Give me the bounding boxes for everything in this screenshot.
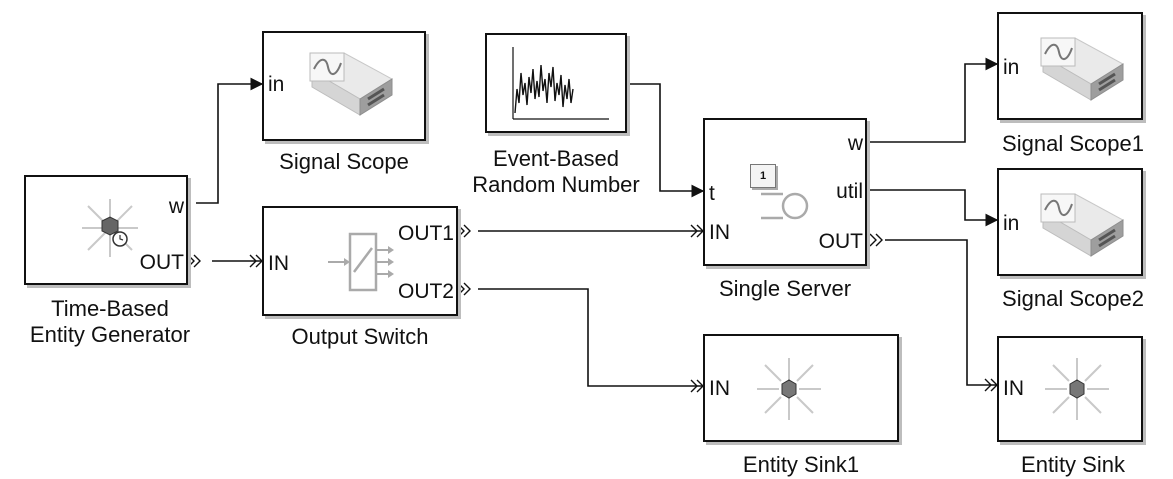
time-based-entity-generator-label: Time-Based Entity Generator (29, 296, 191, 347)
output-switch-block[interactable]: IN OUT1 OUT2 (262, 206, 458, 316)
single-server-label: Single Server (718, 276, 852, 301)
port-w[interactable]: w (847, 132, 863, 155)
time-based-entity-generator-block[interactable]: w OUT (24, 175, 188, 285)
port-w[interactable]: w (168, 195, 184, 218)
entity-generator-icon (82, 199, 138, 257)
line-server-util-to-scope2 (867, 189, 999, 227)
random-signal-icon (512, 47, 609, 120)
port-in[interactable]: IN (709, 377, 730, 400)
scope-icon (309, 52, 393, 116)
output-switch-label: Output Switch (291, 324, 429, 349)
port-in[interactable]: in (1003, 212, 1020, 235)
signal-scope-label: Signal Scope (279, 149, 409, 174)
port-out[interactable]: OUT (139, 251, 184, 274)
port-t[interactable]: t (709, 182, 715, 205)
entity-sink-label: Entity Sink (1021, 452, 1125, 477)
port-in[interactable]: in (268, 73, 285, 96)
port-in[interactable]: IN (709, 221, 730, 244)
event-based-random-number-block[interactable] (485, 33, 627, 133)
single-server-block[interactable]: t IN w util OUT 1 (703, 118, 867, 266)
line-switch-out2-to-sink1 (478, 288, 703, 387)
scope-icon (1040, 37, 1124, 101)
entity-sink-icon (757, 358, 821, 420)
signal-scope2-block[interactable]: in (997, 168, 1143, 276)
entity-sink-block[interactable]: IN (997, 336, 1143, 442)
entity-sink1-block[interactable]: IN (703, 334, 899, 442)
line-server-out-to-sink (885, 239, 997, 386)
event-based-random-number-label: Event-Based Random Number (472, 146, 640, 197)
port-out2[interactable]: OUT2 (397, 280, 454, 303)
signal-scope-block[interactable]: in (262, 31, 426, 141)
server-icon (761, 192, 809, 220)
scope-icon (1040, 193, 1124, 257)
line-gen-w-to-scope (196, 77, 264, 204)
signal-scope2-label: Signal Scope2 (1002, 286, 1144, 311)
port-util[interactable]: util (836, 180, 863, 203)
port-out[interactable]: OUT (818, 230, 863, 253)
signal-scope1-block[interactable]: in (997, 12, 1143, 120)
entity-sink-icon (1045, 358, 1109, 420)
port-in[interactable]: in (1003, 56, 1020, 79)
server-capacity-badge: 1 (750, 164, 776, 188)
switch-icon (328, 232, 394, 292)
port-in[interactable]: IN (1003, 377, 1024, 400)
line-random-to-server-t (627, 83, 705, 198)
entity-sink1-label: Entity Sink1 (742, 452, 860, 477)
port-out1[interactable]: OUT1 (397, 222, 454, 245)
line-server-w-to-scope1 (867, 57, 999, 143)
port-in[interactable]: IN (268, 252, 289, 275)
signal-scope1-label: Signal Scope1 (1002, 131, 1144, 156)
